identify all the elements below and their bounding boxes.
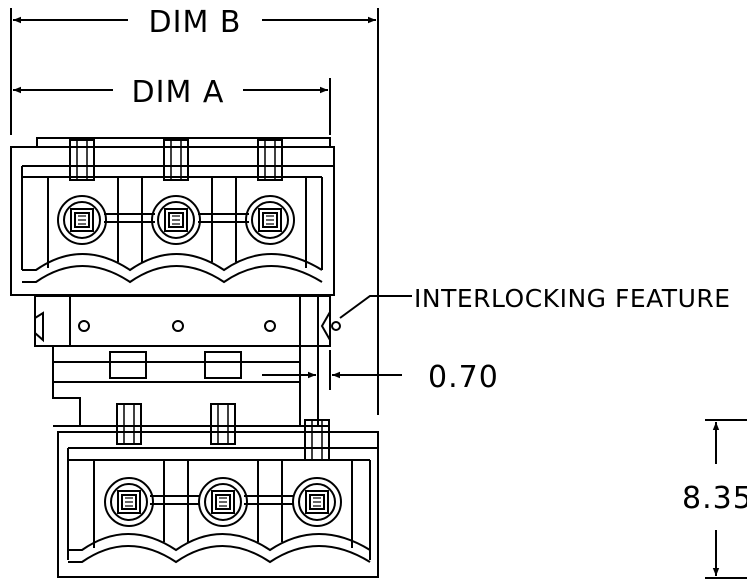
bottom-screw-terminals <box>104 477 342 527</box>
top-screw-2 <box>151 195 201 245</box>
top-screw-1 <box>57 195 107 245</box>
bottom-screw-2 <box>198 477 248 527</box>
interlock-leader <box>339 295 412 319</box>
interlock-label: INTERLOCKING FEATURE <box>414 284 731 313</box>
dim-a-label: DIM A <box>132 75 225 110</box>
gap-label: 0.70 <box>428 360 499 395</box>
header-body <box>34 295 331 427</box>
dim-b-label: DIM B <box>149 5 242 40</box>
interlock-left <box>34 311 44 343</box>
top-screw-terminals <box>57 195 295 245</box>
bottom-connector <box>57 431 379 578</box>
dim-b-dimension <box>10 8 379 415</box>
top-screw-3 <box>245 195 295 245</box>
dim-a-dimension <box>13 78 331 135</box>
gap-dimension <box>262 350 402 390</box>
interlock-right <box>320 308 341 344</box>
height-dimension <box>705 419 747 579</box>
bottom-screw-1 <box>104 477 154 527</box>
height-label: 8.35 <box>682 481 747 516</box>
bottom-screw-3 <box>292 477 342 527</box>
